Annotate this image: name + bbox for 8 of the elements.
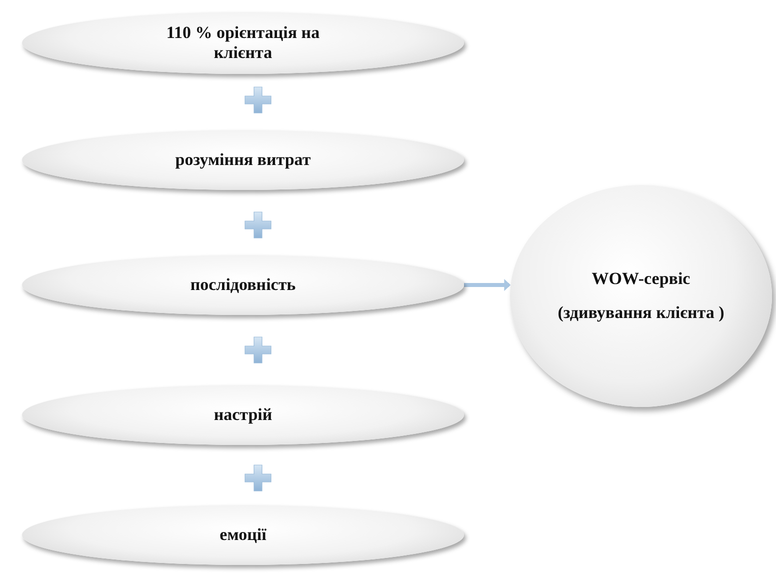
node-text: настрій (214, 404, 272, 426)
arrow (464, 279, 511, 291)
node-text: емоції (220, 524, 266, 546)
node-text: послідовність (190, 274, 296, 296)
node-text: розуміння витрат (175, 150, 311, 170)
node-text: (здивування клієнта ) (558, 303, 724, 324)
node-text: 110 % орієнтація на клієнта (165, 22, 321, 64)
heading-text: WOW-сервіс (592, 268, 690, 289)
